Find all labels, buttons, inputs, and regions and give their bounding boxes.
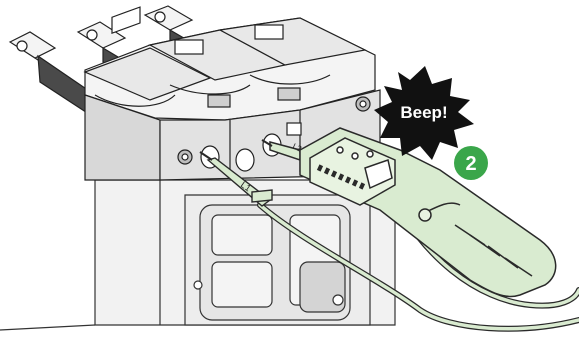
beep-text: Beep! (400, 103, 447, 122)
step-badge: 2 (454, 146, 488, 180)
step-number: 2 (465, 153, 476, 175)
